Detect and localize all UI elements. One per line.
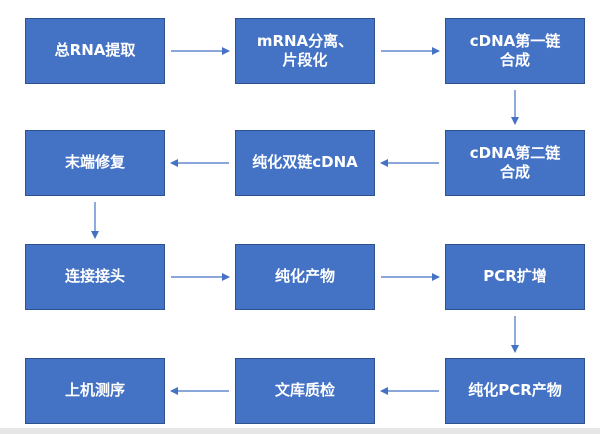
step-label: cDNA第一链 合成 xyxy=(469,31,561,70)
step-adapter-ligation: 连接接头 xyxy=(25,244,165,310)
step-label: 总RNA提取 xyxy=(54,41,136,60)
step-pcr-amplification: PCR扩增 xyxy=(445,244,585,310)
step-purify-ds-cdna: 纯化双链cDNA xyxy=(235,130,375,196)
step-library-qc: 文库质检 xyxy=(235,358,375,424)
step-label: 纯化产物 xyxy=(274,267,335,286)
step-sequencing: 上机测序 xyxy=(25,358,165,424)
step-label: mRNA分离、 片段化 xyxy=(256,31,354,70)
step-label: PCR扩增 xyxy=(483,267,547,286)
step-cdna-first-strand: cDNA第一链 合成 xyxy=(445,18,585,84)
step-label: 纯化双链cDNA xyxy=(252,153,358,172)
step-label: cDNA第二链 合成 xyxy=(469,143,561,182)
step-purify-pcr-product: 纯化PCR产物 xyxy=(445,358,585,424)
step-mrna-isolation-fragmentation: mRNA分离、 片段化 xyxy=(235,18,375,84)
step-purify-product: 纯化产物 xyxy=(235,244,375,310)
step-label: 连接接头 xyxy=(64,267,125,286)
step-label: 纯化PCR产物 xyxy=(468,381,562,400)
step-label: 末端修复 xyxy=(64,153,125,172)
step-total-rna-extraction: 总RNA提取 xyxy=(25,18,165,84)
step-label: 文库质检 xyxy=(274,381,335,400)
step-end-repair: 末端修复 xyxy=(25,130,165,196)
step-cdna-second-strand: cDNA第二链 合成 xyxy=(445,130,585,196)
step-label: 上机测序 xyxy=(64,381,125,400)
bottom-edge-strip xyxy=(0,428,600,434)
